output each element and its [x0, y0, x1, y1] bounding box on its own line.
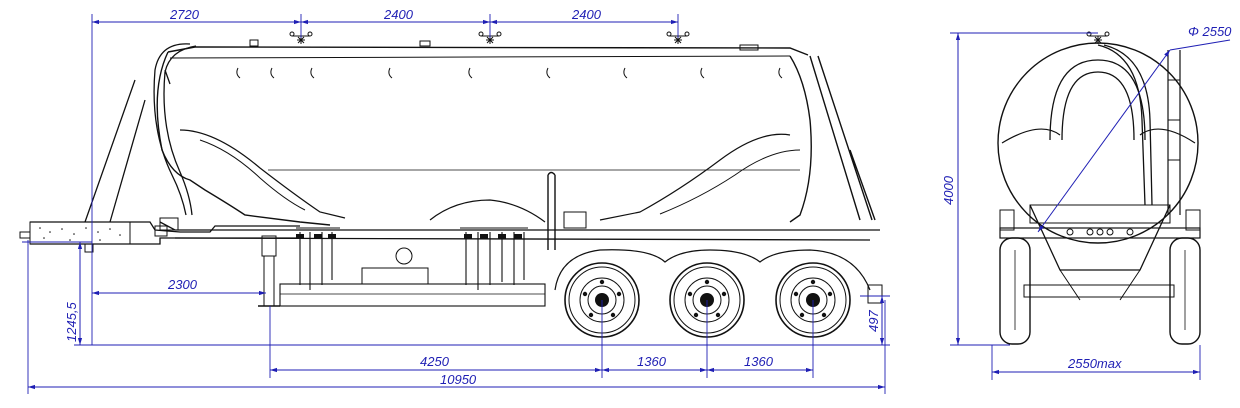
dim-2400a-label: 2400	[383, 7, 414, 22]
dim-10950-label: 10950	[440, 372, 477, 387]
dim-1360a-label: 1360	[637, 354, 667, 369]
front-pipe	[153, 43, 191, 216]
dim-diameter-label: Φ 2550	[1188, 24, 1232, 39]
dim-rear-width-label: 2550max	[1067, 356, 1122, 371]
dim-4000-label: 4000	[941, 175, 956, 205]
tank-top-outline	[167, 46, 809, 56]
rear-view	[997, 31, 1201, 345]
rear-wheel-left	[999, 237, 1031, 345]
dimension-lines	[22, 14, 1231, 394]
rear-wheel-right	[1169, 237, 1201, 345]
dim-1245-label: 1245,5	[64, 301, 79, 342]
dim-2400b-label: 2400	[571, 7, 602, 22]
dim-4250-label: 4250	[420, 354, 450, 369]
rear-hatch-icon	[1086, 31, 1110, 45]
dim-2300-label: 2300	[167, 277, 198, 292]
side-view	[19, 31, 883, 338]
dim-2720-label: 2720	[169, 7, 200, 22]
dim-1360b-label: 1360	[744, 354, 774, 369]
discharge-pipes	[296, 227, 528, 290]
tank-body-outline	[156, 51, 331, 226]
dim-497-label: 497	[866, 310, 881, 332]
